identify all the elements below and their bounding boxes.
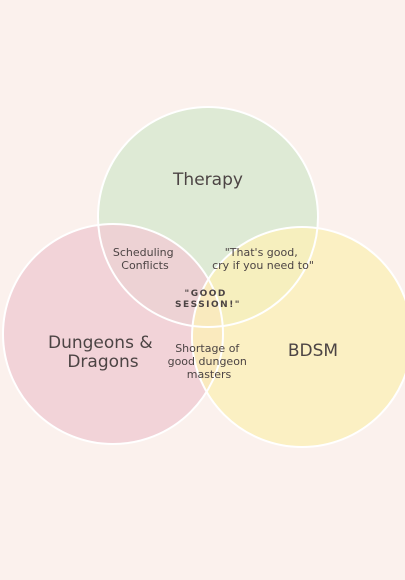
dnd-bdsm-line-2: good dungeon [168, 355, 247, 368]
all-three-line-1: "GOOD [185, 289, 227, 299]
dnd-bdsm-line-1: Shortage of [175, 342, 240, 355]
therapy-bdsm-line-1: "That's good, [225, 246, 298, 259]
therapy-outline [97, 106, 319, 328]
therapy-dnd-line-2: Conflicts [121, 259, 169, 272]
bdsm-label: BDSM [288, 341, 338, 361]
dnd-label: Dungeons & Dragons [48, 333, 158, 372]
therapy-dnd-line-1: Scheduling [113, 246, 174, 259]
venn-circles [3, 107, 405, 447]
bdsm-circle [192, 227, 405, 447]
therapy-bdsm-label: "That's good, cry if you need to" [212, 246, 314, 272]
therapy-dnd-label: Scheduling Conflicts [113, 246, 177, 272]
all-three-line-2: SESSION!" [175, 300, 241, 310]
dnd-label-line-1: Dungeons & [48, 333, 153, 353]
dnd-bdsm-line-3: masters [187, 368, 232, 381]
dnd-bdsm-label: Shortage of good dungeon masters [168, 342, 251, 381]
dnd-circle [3, 224, 223, 444]
dnd-label-line-2: Dragons [67, 352, 138, 372]
all-three-label: "GOOD SESSION!" [175, 289, 241, 310]
therapy-bdsm-line-2: cry if you need to" [212, 259, 314, 272]
therapy-label: Therapy [172, 170, 243, 190]
dnd-outline [2, 223, 224, 445]
bdsm-outline [191, 226, 405, 448]
venn-outlines [2, 106, 405, 448]
